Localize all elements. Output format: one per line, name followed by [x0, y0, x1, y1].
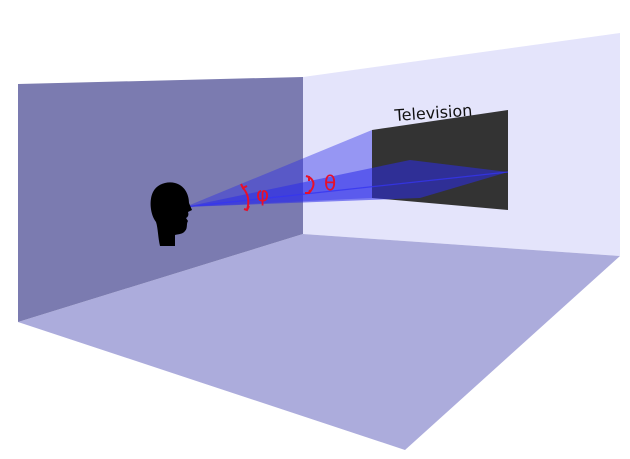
horizontal-view-cone	[185, 160, 508, 207]
head-silhouette-icon	[150, 182, 192, 246]
floor	[18, 234, 620, 450]
theta-angle-arc	[305, 175, 315, 194]
phi-angle-arc	[240, 183, 250, 212]
theta-label: θ	[324, 171, 336, 195]
phi-label: φ	[256, 182, 269, 206]
sight-line	[184, 171, 509, 208]
